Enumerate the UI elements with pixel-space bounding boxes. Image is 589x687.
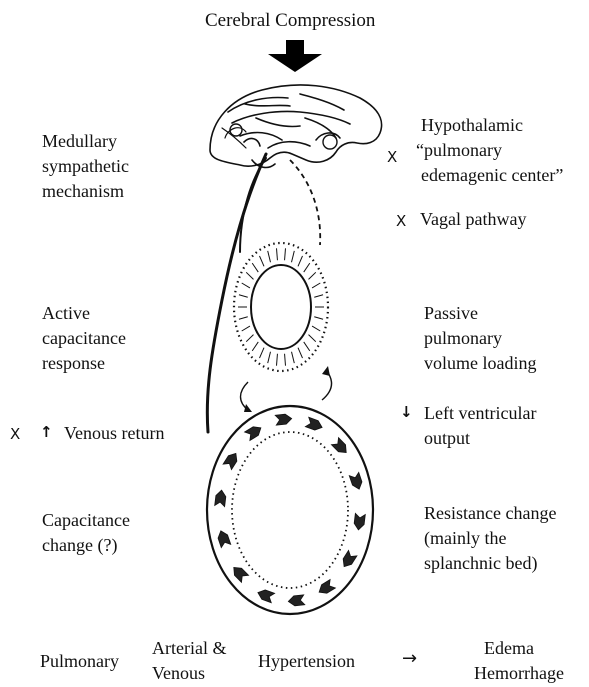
pulmonary-circulation: [234, 243, 328, 371]
lung-spoke: [314, 317, 323, 319]
flow-arrow: [331, 438, 349, 456]
lung-spoke: [309, 272, 316, 279]
lung-spoke: [260, 348, 265, 358]
lung-spoke: [285, 354, 286, 366]
lung-spoke: [298, 348, 303, 358]
flow-arrow: [245, 424, 264, 441]
lung-spoke: [239, 295, 248, 297]
down-arrow-icon: ↓: [400, 401, 413, 423]
lung-spoke: [277, 354, 278, 366]
vagal-pathway-line: [290, 160, 320, 245]
flow-arrow: [215, 490, 227, 507]
brain-sketch: [210, 85, 382, 168]
label-pulmonary: Pulmonary: [40, 650, 119, 672]
lung-spoke: [260, 256, 265, 266]
lung-spoke: [242, 283, 250, 288]
flow-arrow: [340, 550, 357, 569]
block-marker-vagal: X: [396, 210, 406, 232]
lung-spoke: [239, 317, 248, 319]
flow-arrow: [288, 595, 305, 607]
label-vagal-pathway: Vagal pathway: [420, 208, 526, 230]
block-marker-venous: X: [10, 423, 20, 445]
flow-arrow: [353, 513, 365, 530]
flow-arrow: [305, 417, 323, 432]
lung-spoke: [304, 263, 310, 272]
lung-spoke: [246, 335, 253, 342]
lung-spoke: [252, 263, 258, 272]
lung-spoke: [292, 251, 295, 262]
diagram-title: Cerebral Compression: [205, 9, 375, 32]
lung-spoke: [312, 283, 320, 288]
flow-arrow: [223, 451, 240, 470]
flow-arrow: [275, 414, 292, 426]
lung-spoke: [268, 251, 271, 262]
lung-spoke: [268, 352, 271, 363]
lung-spoke: [309, 335, 316, 342]
lung-spoke: [252, 342, 258, 351]
lung-spoke: [304, 342, 310, 351]
lung-spoke: [285, 248, 286, 260]
flow-arrow: [349, 472, 364, 490]
systemic-circulation: [207, 406, 373, 614]
flow-arrow: [316, 579, 335, 596]
lung-spoke: [246, 272, 253, 279]
right-arrow-icon: →: [402, 648, 417, 670]
flow-arrow: [216, 529, 231, 547]
lung-spoke: [277, 248, 278, 260]
flow-arrow: [256, 588, 274, 603]
compression-arrow: [268, 40, 322, 72]
lung-spoke: [314, 295, 323, 297]
lung-spoke: [298, 256, 303, 266]
lung-spoke: [312, 326, 320, 331]
block-marker-hypothalamic: X: [387, 146, 397, 168]
label-venous-return: Venous return: [64, 422, 164, 444]
up-arrow-icon: ↑: [40, 421, 53, 443]
flow-arrow: [230, 564, 248, 582]
label-hypertension: Hypertension: [258, 650, 355, 672]
lung-spoke: [292, 352, 295, 363]
lung-spoke: [242, 326, 250, 331]
